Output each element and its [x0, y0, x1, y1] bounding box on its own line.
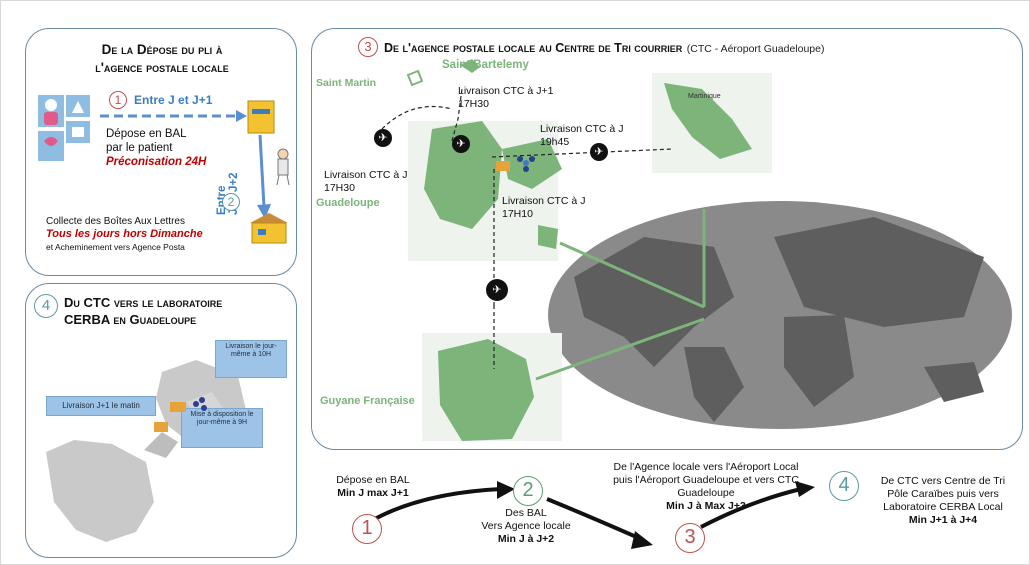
bottom-step2-text: Des BAL Vers Agence locale Min J à J+2 [451, 507, 601, 546]
livraison-stmartin-line2: 17H30 [458, 98, 489, 110]
panel-depose-title-line2: l'agence postale locale [95, 60, 229, 75]
livraison-guadeloupe-line1: Livraison CTC à J [324, 169, 408, 181]
panel-ctc-cerba: 4 Du CTC vers le laboratoire CERBA en Gu… [25, 283, 297, 558]
livraison-guadeloupe: Livraison CTC à J 17H30 [324, 169, 407, 195]
collecte-line1: Collecte des Boîtes Aux Lettres [46, 216, 185, 227]
bottom-step2-line3: Min J à J+2 [497, 533, 555, 545]
panel-depose-title: De la Dépose du pli à l'agence postale l… [26, 41, 296, 77]
box-mise-disposition: Mise à disposition le jour-même à 9H [181, 408, 263, 448]
bottom-step1-line1: Dépose en BAL [336, 474, 410, 486]
bottom-step4-number: 4 [829, 471, 859, 501]
panel-agence-title-main: De l'agence postale locale au Centre de … [384, 41, 683, 55]
islands-map [381, 59, 772, 441]
panel-depose-title-line1: De la Dépose du pli à [101, 42, 223, 57]
plane-icon-stbarth: ✈ [452, 135, 470, 153]
letterbox-icon [247, 100, 275, 134]
plane-icon-martinique: ✈ [590, 143, 608, 161]
patient-illustration [38, 95, 90, 161]
plane-icon-stmartin: ✈ [374, 129, 392, 147]
bottom-step4-line2: Pôle Caraïbes puis vers [887, 488, 999, 500]
preconisation-text: Préconisation 24H [106, 156, 207, 168]
bottom-step3-line1: De l'Agence locale vers l'Aéroport Local [613, 461, 799, 473]
bottom-step2-line1: Des BAL [505, 507, 547, 519]
label-guadeloupe: Guadeloupe [316, 197, 380, 209]
post-office-icon [250, 213, 288, 244]
bottom-step4-line4: Min J+1 à J+4 [908, 514, 978, 526]
arrow-down [257, 134, 271, 219]
bottom-step1-line2: Min J max J+1 [337, 487, 409, 499]
step1-number: 1 [109, 91, 127, 109]
label-guyane: Guyane Française [320, 395, 415, 407]
panel-ctc-title-line1: Du CTC vers le laboratoire [64, 295, 223, 310]
box-livraison-j1: Livraison J+1 le matin [46, 396, 156, 416]
livraison-stmartin: Livraison CTC à J+1 17H30 [458, 85, 553, 111]
bottom-step3-line2: puis l'Aéroport Guadeloupe et vers CTC [613, 474, 799, 486]
collecte-text: Collecte des Boîtes Aux Lettres Tous les… [46, 215, 203, 254]
panel-depose: De la Dépose du pli à l'agence postale l… [25, 28, 297, 276]
livraison-guyane: Livraison CTC à J 17H10 [502, 195, 585, 221]
depose-line2: par le patient [106, 142, 173, 154]
label-martinique: Martinique [688, 93, 721, 100]
livraison-stmartin-line1: Livraison CTC à J+1 [458, 85, 554, 97]
step2-number: 2 [222, 193, 240, 211]
livraison-martinique-line2: 19h45 [540, 136, 570, 148]
bottom-step4-line1: De CTC vers Centre de Tri [880, 475, 1006, 487]
plane-icon-guyane: ✈ [486, 279, 508, 301]
label-saint-martin: Saint Martin [316, 77, 377, 89]
dashed-arrow-right [100, 110, 247, 122]
box-livraison-10h: Livraison le jour-même à 10H [215, 340, 287, 378]
bottom-step2-number: 2 [513, 476, 543, 506]
panel-ctc-title: Du CTC vers le laboratoire CERBA en Guad… [64, 294, 222, 328]
livraison-guadeloupe-line2: 17H30 [324, 182, 355, 194]
panel-agence-ctc: 3 De l'agence postale locale au Centre d… [311, 28, 1023, 450]
bottom-step3-line4: Min J à Max J+3 [666, 500, 746, 512]
bottom-step1-text: Dépose en BAL Min J max J+1 [313, 474, 433, 500]
depose-text: Dépose en BAL par le patient Préconisati… [106, 127, 206, 169]
postman-icon [276, 148, 290, 186]
bottom-step3-number: 3 [675, 523, 705, 553]
panel-agence-number: 3 [358, 37, 378, 57]
step1-label: Entre J et J+1 [134, 93, 213, 107]
livraison-guyane-line2: 17H10 [502, 208, 533, 220]
livraison-martinique: Livraison CTC à J 19h45 [540, 123, 623, 149]
panel-agence-title-sub: (CTC - Aéroport Guadeloupe) [686, 43, 825, 55]
bottom-step1-number: 1 [352, 514, 382, 544]
bottom-step3-line3: Guadeloupe [677, 487, 735, 499]
bottom-step2-line2: Vers Agence locale [481, 520, 571, 532]
bottom-step4-text: De CTC vers Centre de Tri Pôle Caraïbes … [863, 475, 1023, 527]
bottom-step4-line3: Laboratoire CERBA Local [883, 501, 1003, 513]
step2-label: Entre J et J+2 [216, 159, 256, 219]
ctc-building-icons [154, 397, 207, 432]
panel-agence-title: De l'agence postale locale au Centre de … [384, 39, 824, 57]
livraison-martinique-line1: Livraison CTC à J [540, 123, 624, 135]
label-saint-barthelemy: Saint Bartelemy [442, 59, 529, 71]
collecte-line2: Tous les jours hors Dimanche [46, 228, 203, 240]
collecte-line3: et Acheminement vers Agence Posta [46, 242, 185, 252]
world-map [548, 201, 1012, 429]
bottom-step3-text: De l'Agence locale vers l'Aéroport Local… [571, 461, 841, 513]
depose-line1: Dépose en BAL [106, 128, 187, 140]
panel-ctc-number: 4 [34, 294, 58, 318]
bottom-flow-arrows [370, 481, 815, 549]
panel-ctc-title-line2: CERBA en Guadeloupe [64, 312, 197, 327]
livraison-guyane-line1: Livraison CTC à J [502, 195, 586, 207]
